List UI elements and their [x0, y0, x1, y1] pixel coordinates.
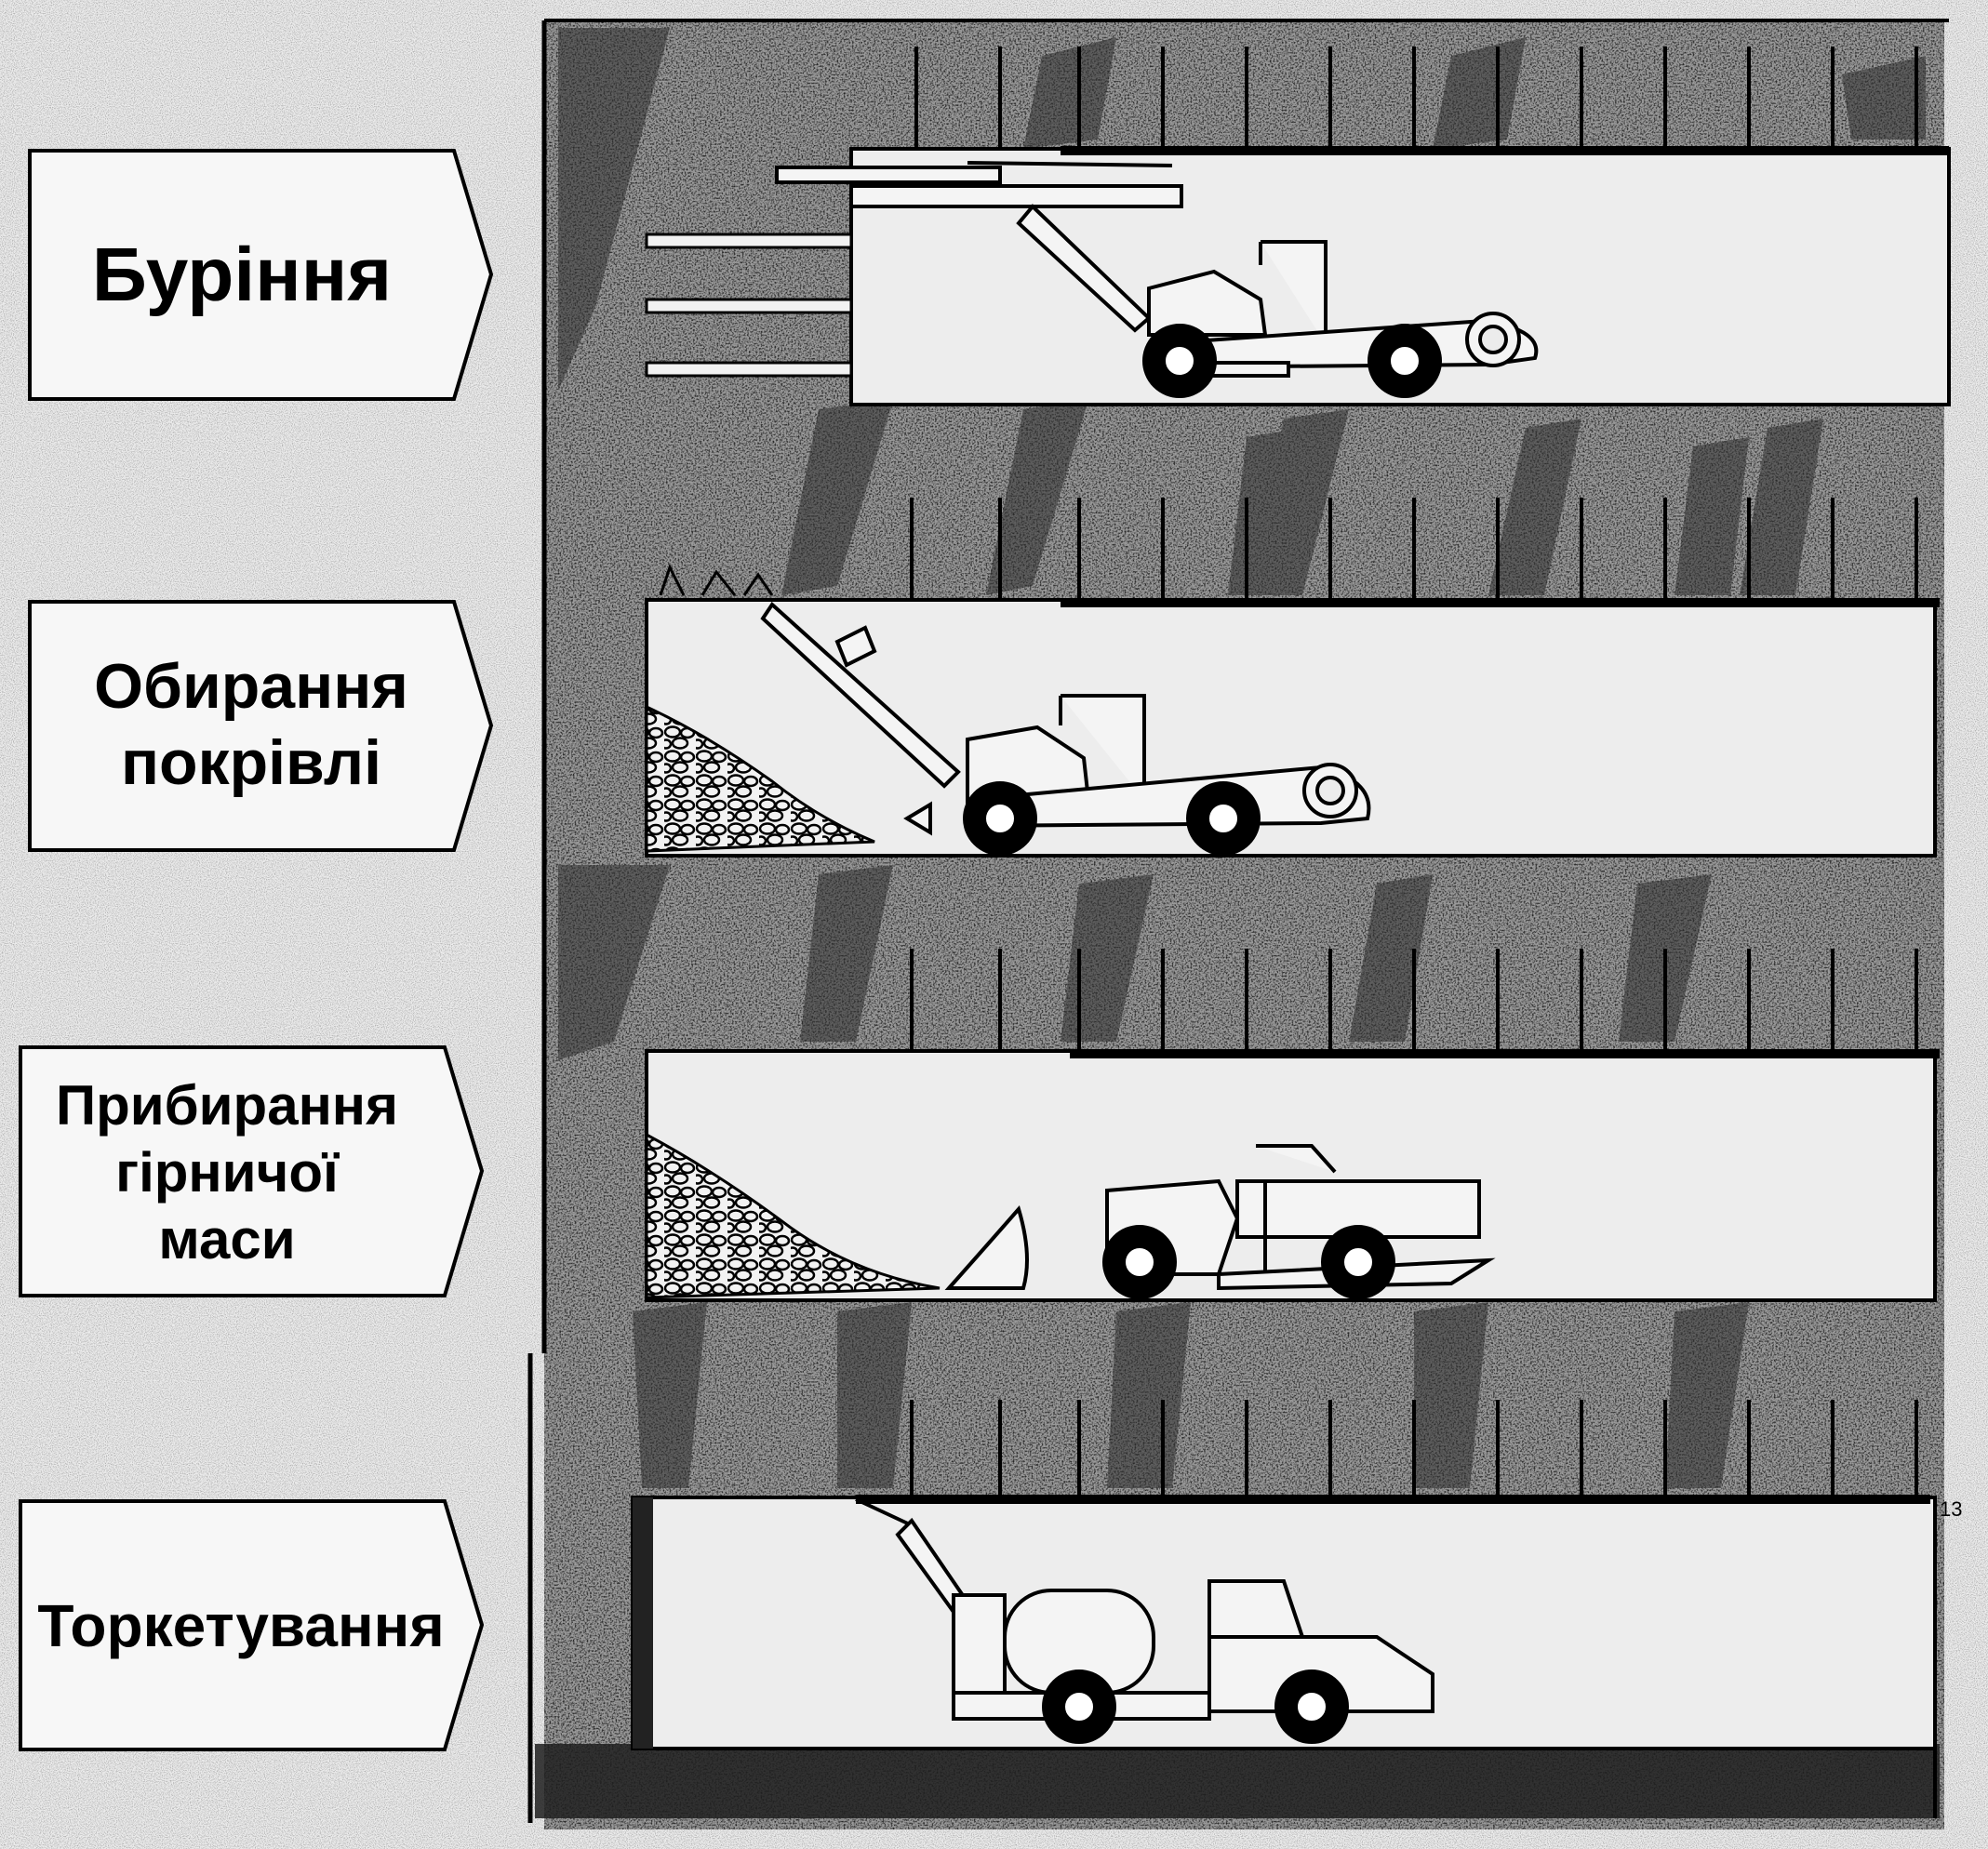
stage-arrow-mucking [19, 1045, 485, 1297]
stage-arrow-drilling [28, 149, 494, 401]
loose-rock [659, 564, 774, 596]
blast-holes [645, 233, 853, 378]
drill-rig-icon [775, 161, 1539, 398]
tunnel-scaling [645, 498, 1940, 858]
shotcrete-machine-icon [855, 1497, 1434, 1744]
stage-arrow-scaling [28, 600, 494, 852]
tunnel-shotcreting [631, 1400, 1937, 1750]
tunnel-drilling [645, 47, 1951, 406]
tunnel-mucking [645, 949, 1940, 1302]
stage-label-mucking: Прибирання гірничої маси [55, 1074, 399, 1270]
rock-bolts [910, 1400, 1918, 1497]
corner-mark: 13 [1940, 1497, 1962, 1521]
rock-bolts [910, 498, 1918, 600]
rubble-pile [645, 704, 875, 853]
rock-bolts [914, 47, 1918, 149]
stage-arrow-shotcreting [19, 1499, 485, 1751]
rock-bolts [910, 949, 1918, 1051]
scaling-rig-icon [760, 601, 1371, 856]
rubble-pile [645, 1132, 941, 1299]
stage-label-scaling: Обирання покрівлі [94, 651, 408, 798]
stage-label-drilling: Буріння [91, 232, 393, 317]
section-frame [527, 19, 1949, 1823]
loader-icon [944, 1144, 1496, 1299]
stage-label-shotcreting: Торкетування [37, 1591, 445, 1659]
